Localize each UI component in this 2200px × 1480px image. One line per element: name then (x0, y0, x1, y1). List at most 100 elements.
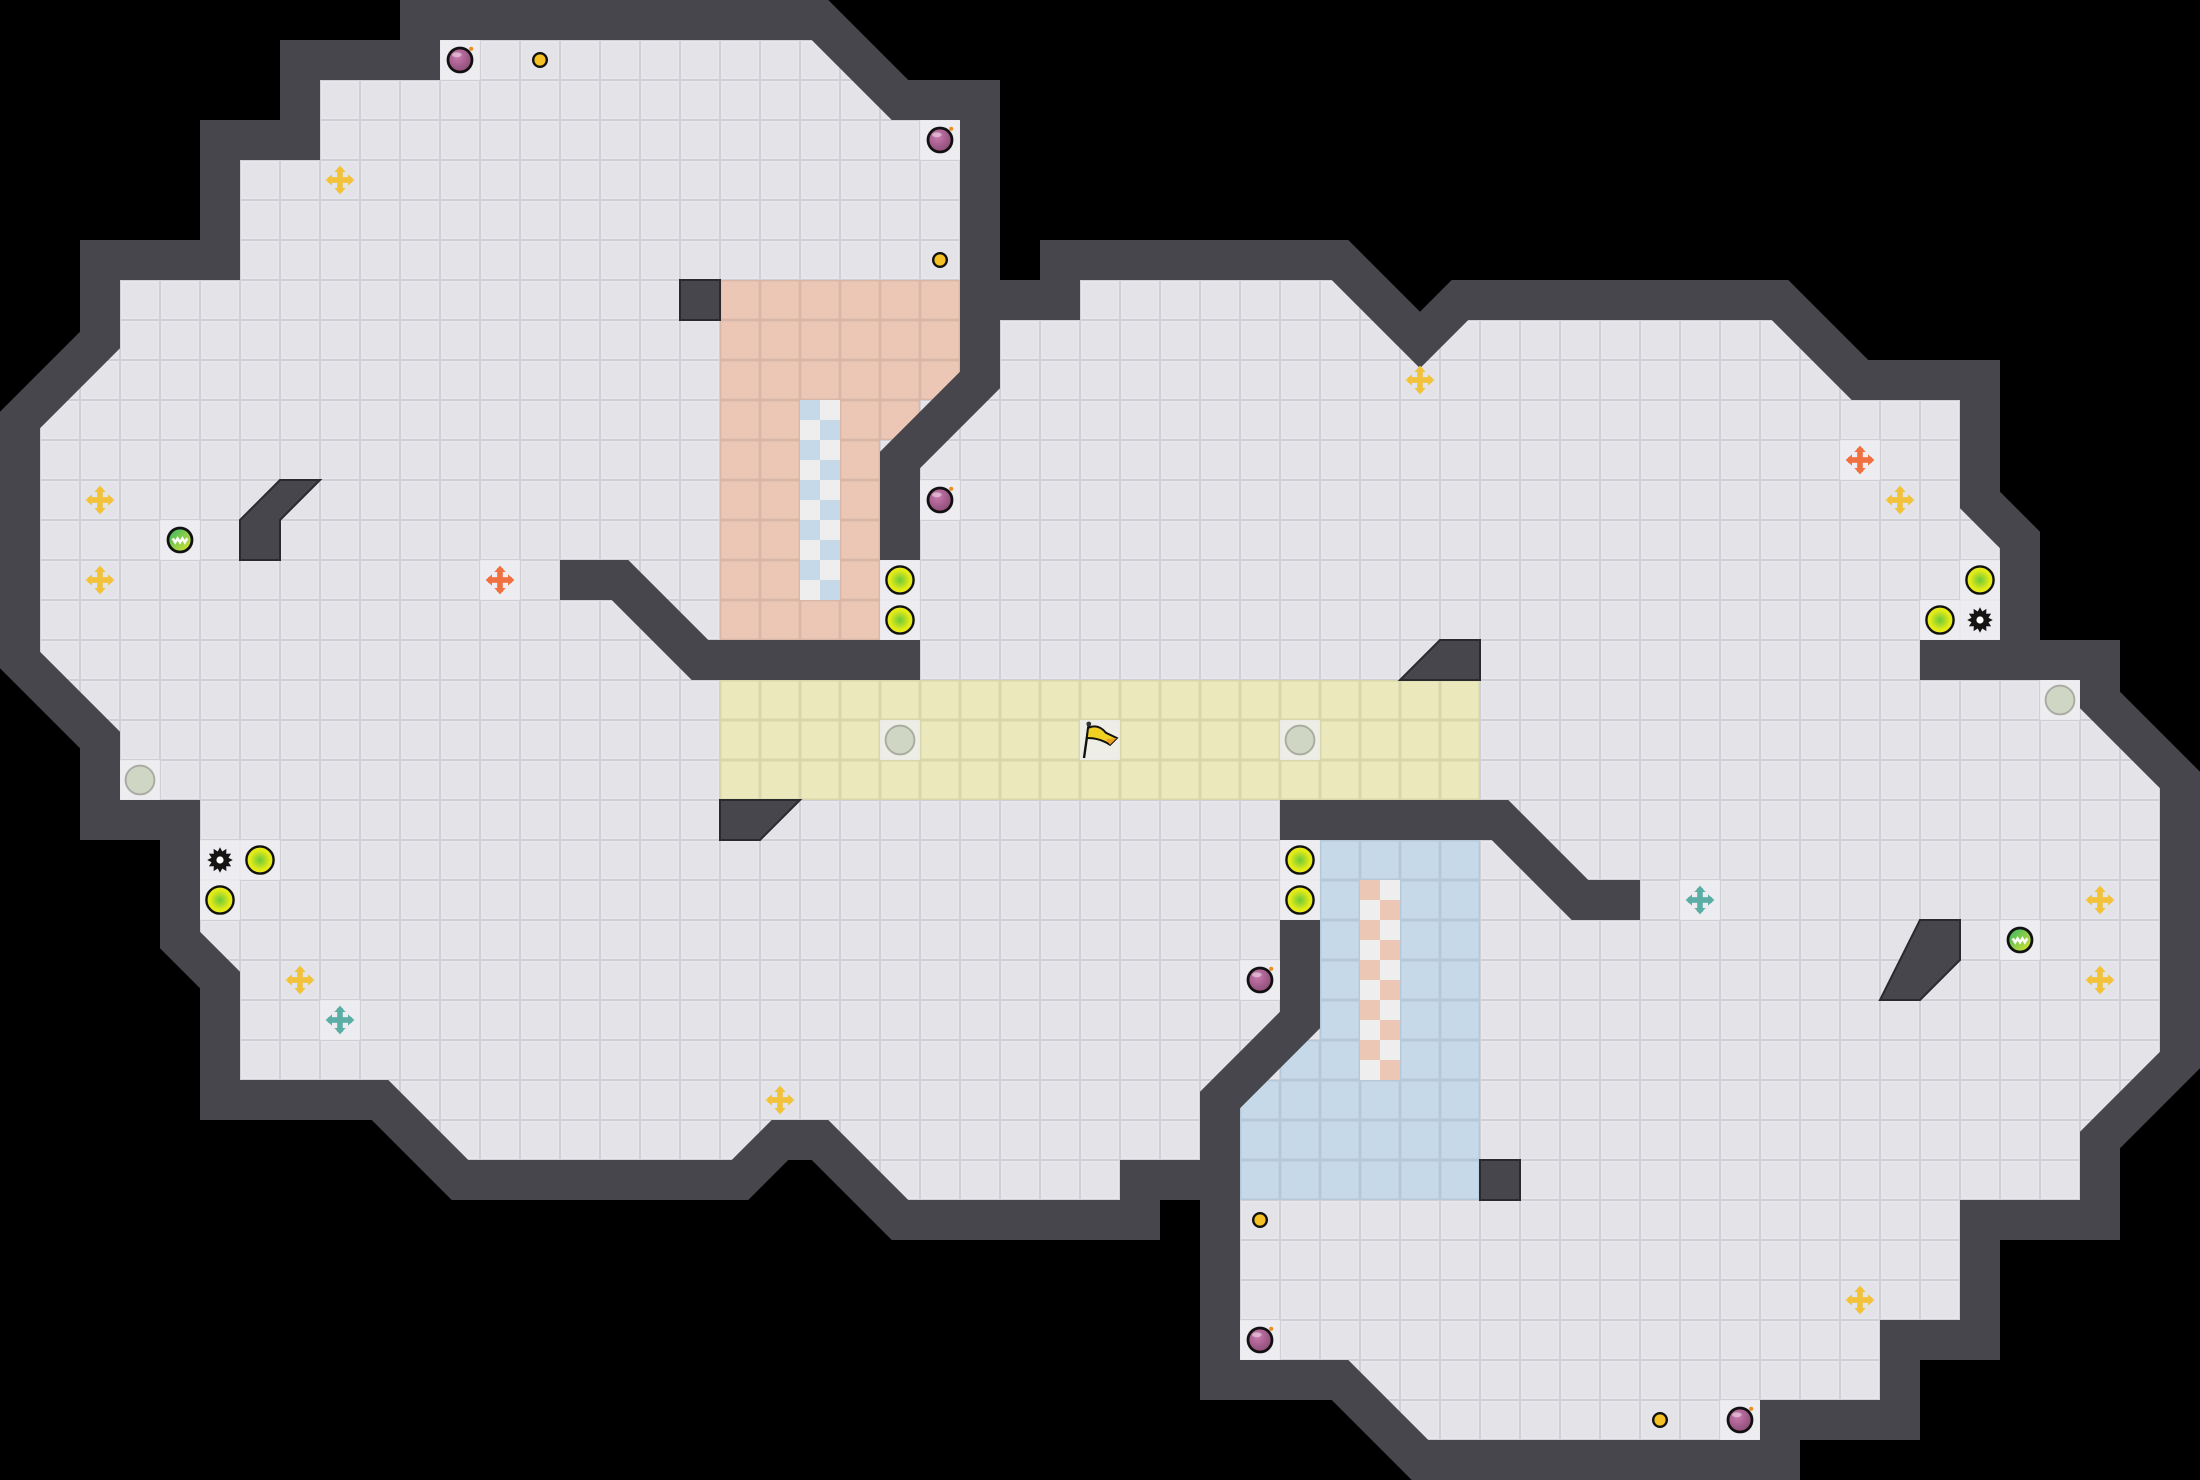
cross-yellow-icon (2085, 965, 2115, 995)
gear-hole (216, 856, 224, 864)
checker-square (800, 480, 820, 500)
gray-pad-entity (880, 720, 920, 760)
wall-block (679, 279, 721, 321)
cross-yellow-entity (1405, 365, 1435, 395)
bomb-fuse (949, 126, 954, 131)
lime-ball-entity (880, 600, 920, 640)
wall-block (239, 479, 323, 561)
checker-square (1380, 1020, 1400, 1040)
arrow-head (294, 965, 306, 972)
bomb-fuse (469, 46, 474, 51)
ball-body (1285, 885, 1315, 915)
entity-layer (85, 40, 2115, 1440)
checker-square (1360, 880, 1380, 900)
checker-square (1380, 940, 1400, 960)
cross-yellow-icon (325, 165, 355, 195)
inner-wall (560, 560, 920, 680)
arrow-shaft (337, 168, 343, 192)
cross-yellow-entity (2085, 965, 2115, 995)
gray-pad-entity (2040, 680, 2080, 720)
checker-square (1360, 920, 1380, 940)
checker-square (800, 520, 820, 540)
arrow-head (85, 494, 92, 506)
bomb-body (1246, 966, 1274, 994)
bomb-icon (1246, 966, 1274, 994)
arrow-head (485, 574, 492, 586)
arrow-head (494, 565, 506, 572)
arrow-head (494, 588, 506, 595)
bomb-shine (1732, 1412, 1742, 1418)
arrow-shaft (337, 1008, 343, 1032)
bomb-fuse (1269, 966, 1274, 971)
bomb-entity (1720, 1400, 1760, 1440)
ball-body (1285, 845, 1315, 875)
lime-ball-icon (1285, 885, 1315, 915)
pad-body (124, 764, 156, 796)
cross-yellow-entity (2085, 885, 2115, 915)
arrow-head (1845, 454, 1852, 466)
ball-body (245, 845, 275, 875)
arrow-head (325, 174, 332, 186)
arrow-head (2108, 894, 2115, 906)
pad-body (1284, 724, 1316, 756)
arrow-head (2085, 974, 2092, 986)
cross-yellow-icon (1405, 365, 1435, 395)
arrow-head (508, 574, 515, 586)
arrow-head (1685, 894, 1692, 906)
pad-body (2044, 684, 2076, 716)
arrow-head (1868, 454, 1875, 466)
bomb-entity (920, 480, 960, 520)
arrow-head (2108, 974, 2115, 986)
cross-orange-icon (485, 565, 515, 595)
wall-block (1878, 919, 1961, 1001)
wall-block (719, 799, 803, 841)
salmon-checker-strip (1360, 880, 1400, 1080)
cross-yellow-entity (765, 1085, 795, 1115)
cross-teal-entity (1680, 880, 1720, 920)
cross-yellow-icon (765, 1085, 795, 1115)
striped-ball-icon (166, 526, 194, 554)
cross-orange-icon (1845, 445, 1875, 475)
arrow-head (774, 1085, 786, 1092)
coin-body (931, 251, 948, 268)
arrow-head (2085, 894, 2092, 906)
gray-pad-icon (124, 764, 156, 796)
arrow-head (1908, 494, 1915, 506)
cross-yellow-entity (1885, 485, 1915, 515)
arrow-shaft (97, 568, 103, 592)
cross-teal-entity (320, 1000, 360, 1040)
arrow-head (325, 1014, 332, 1026)
bomb-fuse (1749, 1406, 1754, 1411)
checker-square (800, 560, 820, 580)
arrow-head (1885, 494, 1892, 506)
bomb-shine (1252, 972, 1262, 978)
arrow-shaft (1697, 888, 1703, 913)
arrow-shaft (297, 968, 303, 993)
cross-teal-icon (325, 1005, 355, 1035)
bomb-body (446, 46, 474, 74)
checker-square (820, 580, 840, 600)
bomb-shine (932, 492, 942, 498)
coin-body (1652, 1412, 1669, 1429)
checker-square (1360, 960, 1380, 980)
arrow-head (1854, 468, 1866, 475)
salmon-zone-grid (720, 280, 960, 400)
coin-icon (1652, 1412, 1669, 1429)
ball-body (885, 565, 915, 595)
arrow-head (94, 565, 106, 572)
pad-body (884, 724, 916, 756)
lime-ball-entity (200, 880, 240, 920)
gear-hole (1976, 616, 1984, 624)
flag-knob (1086, 721, 1092, 727)
arrow-head (774, 1108, 786, 1115)
arrow-head (1894, 508, 1906, 515)
bomb-fuse (1269, 1326, 1274, 1331)
arrow-head (108, 494, 115, 506)
arrow-shaft (1857, 1288, 1863, 1312)
arrow-head (1854, 1285, 1866, 1292)
checker-square (1380, 900, 1400, 920)
arrow-head (1894, 485, 1906, 492)
cross-yellow-icon (2085, 885, 2115, 915)
cross-yellow-entity (325, 165, 355, 195)
arrow-head (108, 574, 115, 586)
